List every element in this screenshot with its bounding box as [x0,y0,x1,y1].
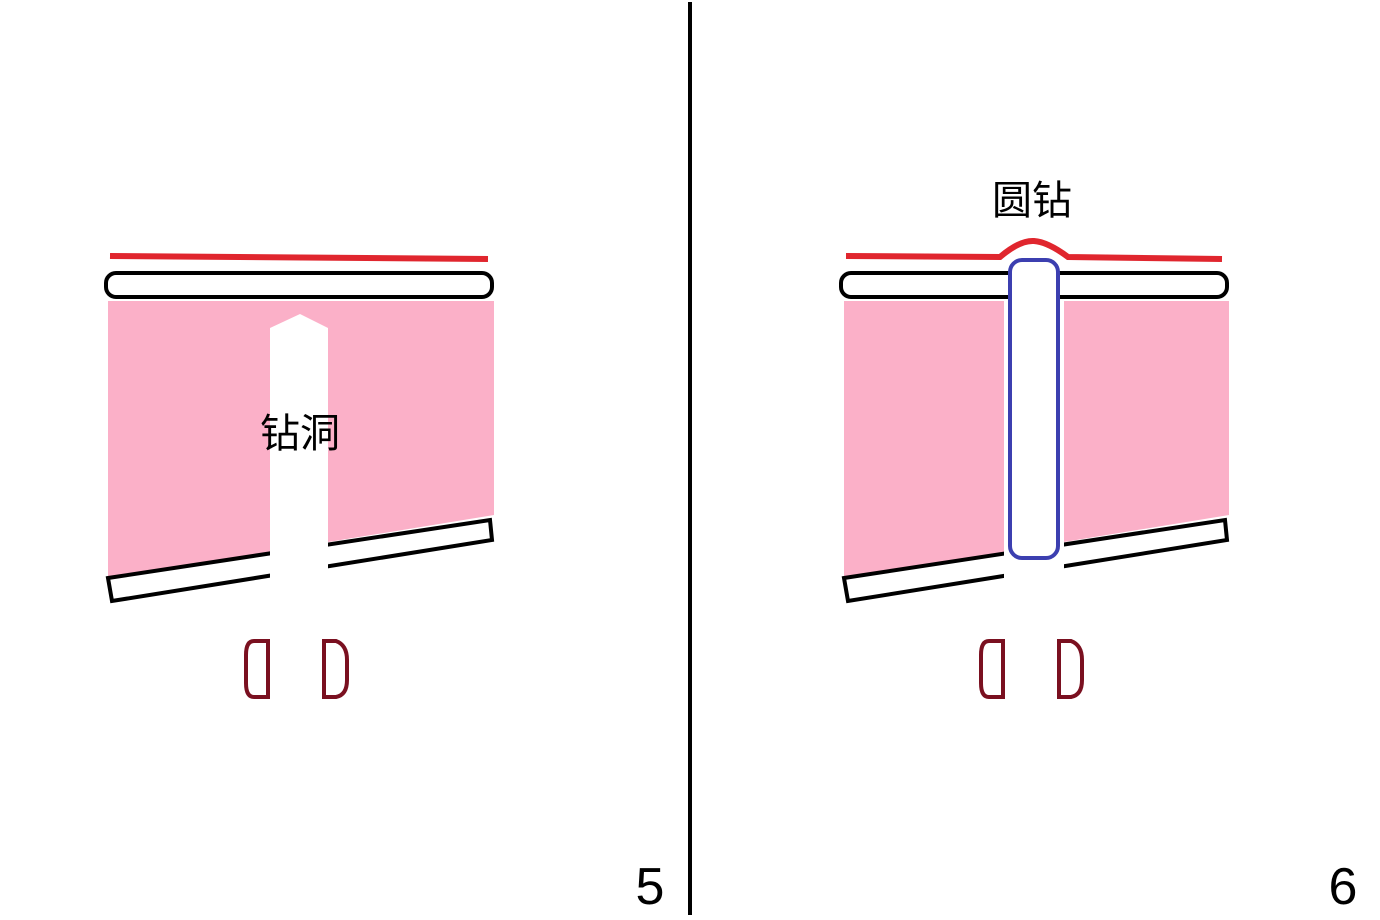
red-film-line [845,237,1223,262]
clip-right [1057,639,1084,699]
drill-label: 圆钻 [992,178,1072,224]
drilled-hole [270,314,328,600]
clip-right [322,639,349,699]
clip-left [979,639,1005,699]
top-plate [104,271,494,299]
panel-5: 钻洞 5 [104,253,665,916]
panel-number: 6 [1329,858,1358,916]
clip-left [244,639,270,699]
round-drill-bit [1008,258,1060,560]
panel-number: 5 [636,858,665,916]
panel-6: 圆钻 6 [839,178,1358,916]
hole-label: 钻洞 [260,411,340,457]
red-film-line [109,253,489,262]
